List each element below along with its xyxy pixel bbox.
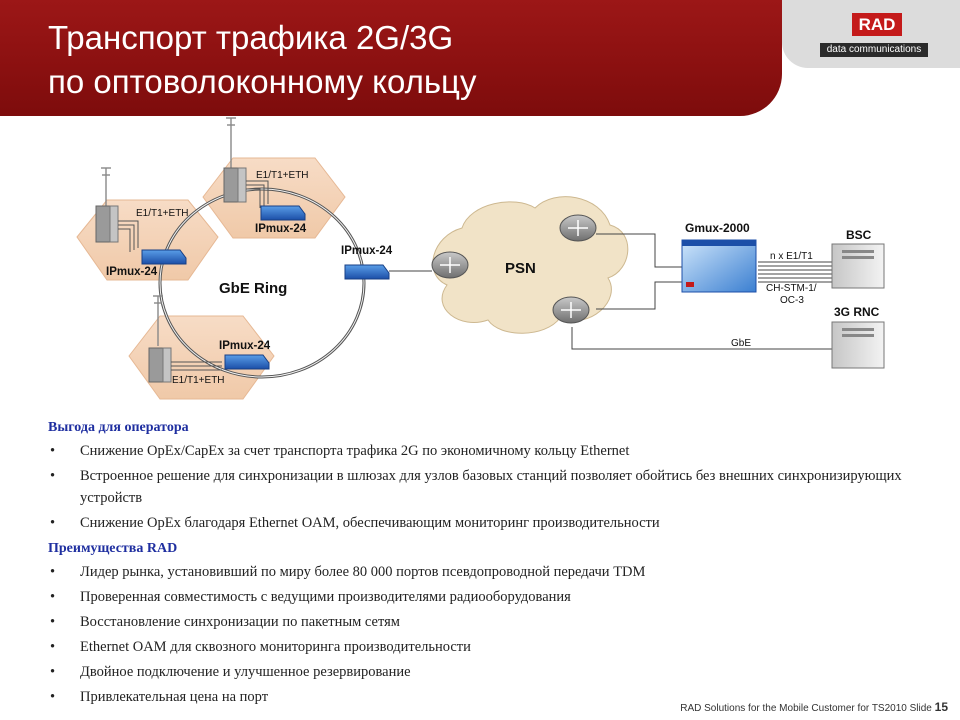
section-heading-advantages: Преимущества RAD [48,541,178,556]
e1-label-3: E1/T1+ETH [172,375,225,386]
link-gbe-label: GbE [731,338,751,349]
slide-title: Транспорт трафика 2G/3G по оптоволоконно… [48,16,476,104]
link-stm-label-2: OC-3 [780,295,804,306]
footer-text: RAD Solutions for the Mobile Customer fo… [680,703,932,714]
bullet-item: Снижение OpEx/CapEx за счет транспорта т… [48,440,928,462]
e1-label-2: E1/T1+ETH [256,170,309,181]
slide-number: 15 [934,700,948,714]
bullet-item: Ethernet OAM для сквозного мониторинга п… [48,636,928,658]
ipmux-label-2: IPmux-24 [255,223,307,235]
network-diagram: E1/T1+ETH E1/T1+ETH E1/T1+ETH IPmux-24 I… [76,117,885,400]
gmux-device-icon [681,239,757,293]
ipmux-device-icon [141,205,390,370]
server-icon [831,243,885,369]
header-band [0,0,782,116]
e1-label-1: E1/T1+ETH [136,208,189,219]
bts-cabinet-icon [95,167,247,383]
link-stm-label-1: CH-STM-1/ [766,283,817,294]
rnc-label: 3G RNC [834,305,880,319]
bullet-list-benefits: Снижение OpEx/CapEx за счет транспорта т… [48,440,928,534]
bsc-label: BSC [846,228,872,242]
bullet-item: Восстановление синхронизации по пакетным… [48,611,928,633]
ipmux-label-4: IPmux-24 [219,340,271,352]
bullet-item: Привлекательная цена на порт [48,686,928,708]
section-heading-benefits: Выгода для оператора [48,420,189,435]
gbe-ring-label: GbE Ring [219,280,287,297]
rad-logo-subtitle: data communications [820,43,928,57]
bullet-item: Снижение OpEx благодаря Ethernet OAM, об… [48,512,928,534]
bullet-list-advantages: Лидер рынка, установивший по миру более … [48,561,928,708]
link-e1-label: n x E1/T1 [770,251,813,262]
ipmux-label-3: IPmux-24 [341,245,393,257]
bullet-item: Двойное подключение и улучшенное резерви… [48,661,928,683]
bullet-item: Проверенная совместимость с ведущими про… [48,586,928,608]
bullet-item: Встроенное решение для синхронизации в ш… [48,465,928,509]
bullet-item: Лидер рынка, установивший по миру более … [48,561,928,583]
title-line-2: по оптоволоконному кольцу [48,63,477,100]
slide-footer: RAD Solutions for the Mobile Customer fo… [680,700,948,714]
title-line-1: Транспорт трафика 2G/3G [48,19,454,56]
ipmux-label-1: IPmux-24 [106,266,158,278]
rad-logo: RAD [852,13,902,36]
content-area: Выгода для оператора Снижение OpEx/CapEx… [48,416,928,711]
psn-label: PSN [505,260,536,277]
gmux-label: Gmux-2000 [685,221,750,235]
router-icon [431,214,597,324]
